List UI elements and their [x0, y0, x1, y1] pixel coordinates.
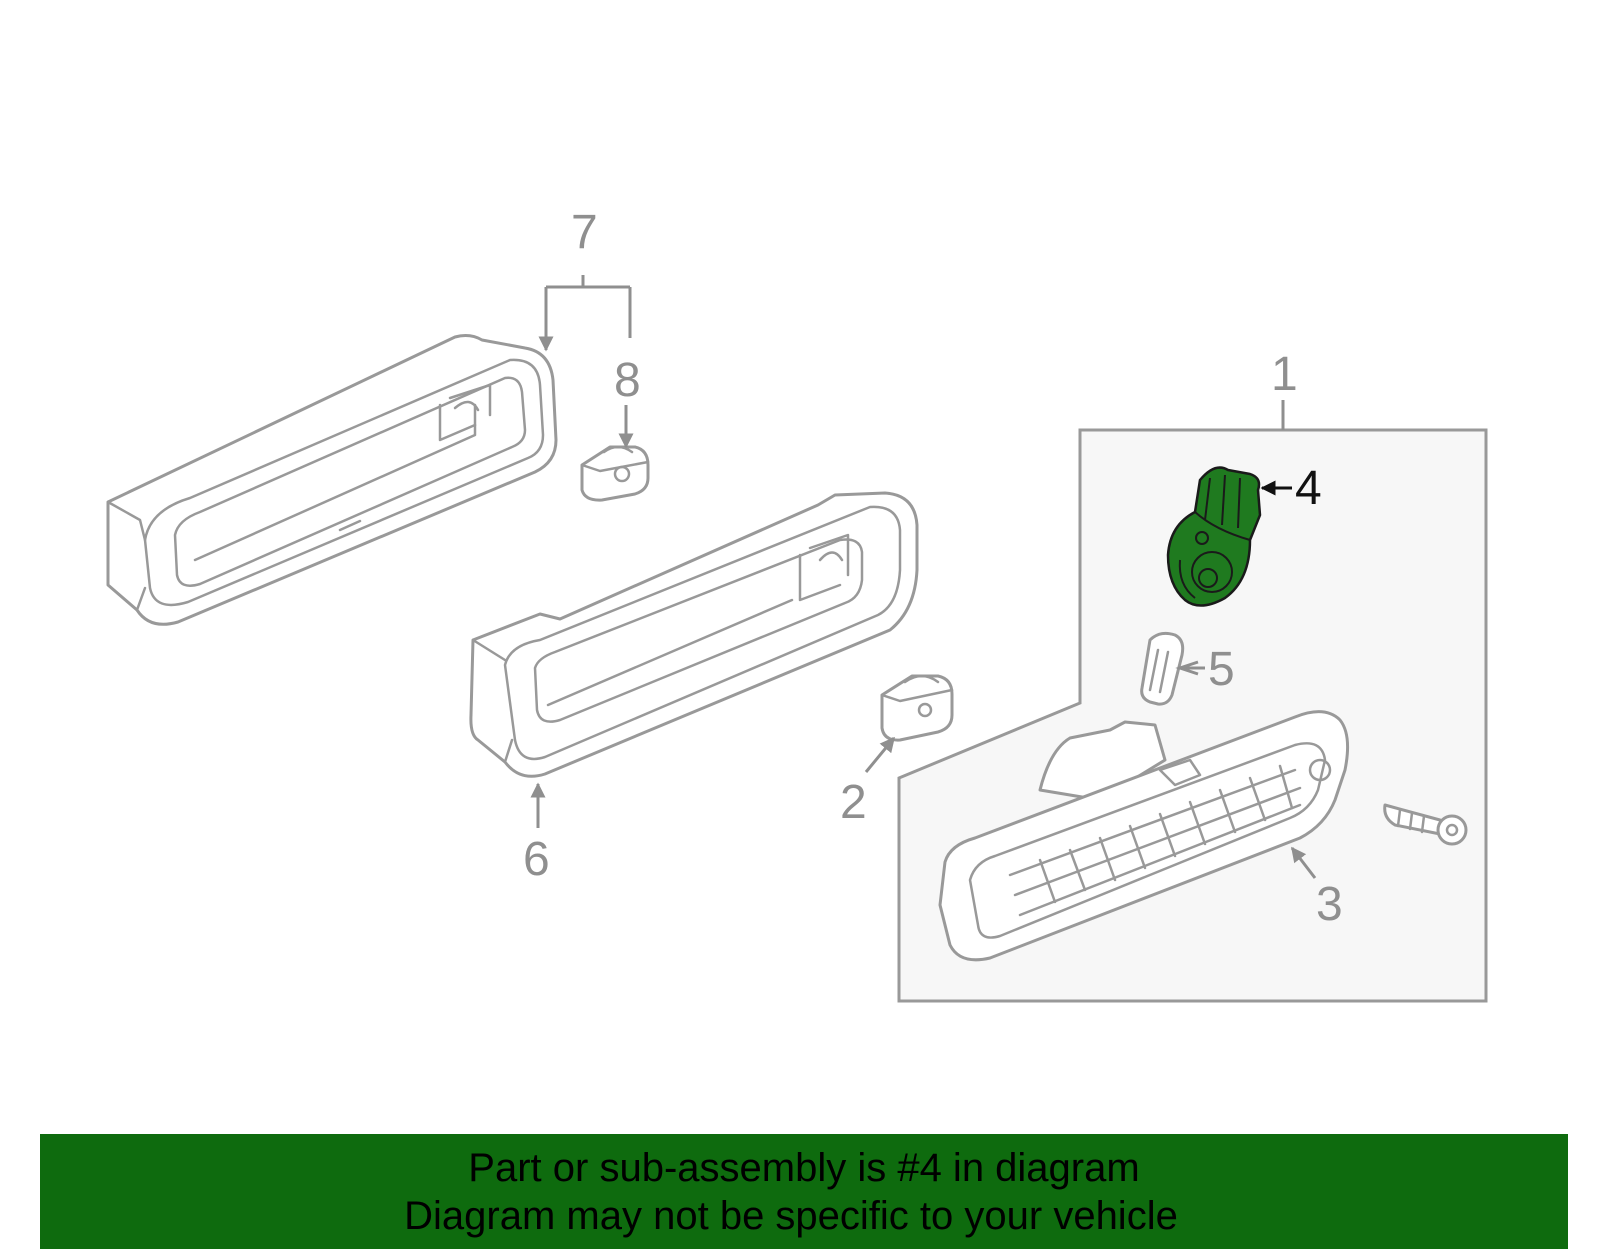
callout-1: 1 [1271, 348, 1298, 401]
callout-2: 2 [840, 776, 867, 829]
part-5-bulb [1140, 631, 1185, 706]
banner-line-1: Part or sub-assembly is #4 in diagram [468, 1145, 1140, 1190]
part-7-housing-upper [106, 334, 558, 626]
part-3-lens [938, 710, 1350, 962]
callout-5: 5 [1208, 643, 1235, 696]
part-4-socket-highlighted [1166, 466, 1262, 607]
info-banner: Part or sub-assembly is #4 in diagram Di… [40, 1134, 1568, 1249]
part-8-clip [580, 445, 650, 502]
callout-7: 7 [571, 206, 598, 259]
banner-line-2: Diagram may not be specific to your vehi… [404, 1193, 1178, 1238]
callout-6: 6 [523, 833, 550, 886]
part-2-clip [880, 674, 954, 742]
callout-3: 3 [1316, 878, 1343, 931]
callout-4: 4 [1295, 462, 1322, 515]
part-6-housing-lower [469, 491, 919, 778]
callout-8: 8 [614, 354, 641, 407]
leader-lines [530, 275, 1317, 879]
screw [1383, 803, 1468, 846]
